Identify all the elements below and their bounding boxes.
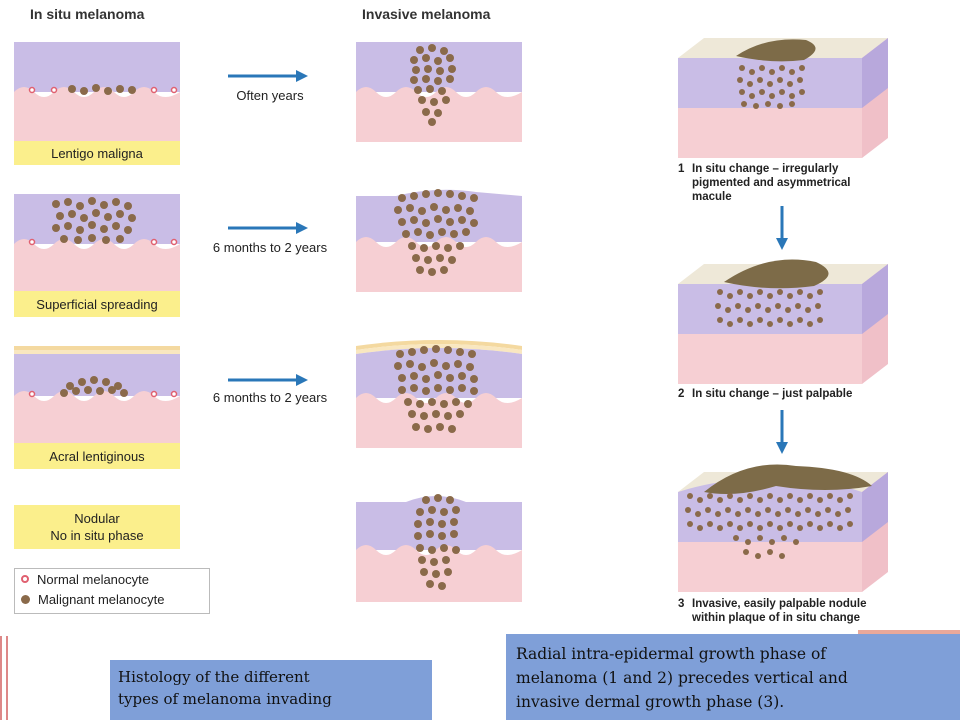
row-label-acral: Acral lentiginous <box>14 443 180 469</box>
caption-left: Histology of the different types of mela… <box>110 660 432 720</box>
row-label-lentigo: Lentigo maligna <box>14 141 180 165</box>
arrow-right-icon <box>228 222 308 234</box>
timing-lentigo: Often years <box>236 88 304 103</box>
stage-3-block <box>678 464 888 592</box>
in-situ-panel-superficial <box>14 194 180 294</box>
stage-2-block <box>678 259 888 384</box>
arrow-right-icon <box>228 70 308 82</box>
stage-1-block <box>678 38 888 158</box>
timing-superficial: 6 months to 2 years <box>212 240 328 255</box>
row-label-nodular: Nodular No in situ phase <box>14 505 180 549</box>
caption-right: Radial intra-epidermal growth phase of m… <box>506 634 960 720</box>
invasive-header: Invasive melanoma <box>362 6 491 22</box>
slide-accent-bar <box>0 636 8 720</box>
slide-accent-tab <box>858 630 960 636</box>
legend-malignant: Malignant melanocyte <box>15 589 209 609</box>
legend-normal: Normal melanocyte <box>15 569 209 589</box>
row-label-superficial: Superficial spreading <box>14 291 180 317</box>
in-situ-header: In situ melanoma <box>30 6 145 22</box>
normal-melanocyte-icon <box>21 575 29 583</box>
arrow-right-icon <box>228 374 308 386</box>
invasive-panel-superficial <box>356 189 522 292</box>
legend: Normal melanocyte Malignant melanocyte <box>14 568 210 614</box>
in-situ-panel-acral <box>14 346 180 446</box>
malignant-melanocyte-icon <box>21 594 30 604</box>
invasive-panel-acral <box>356 340 522 448</box>
timing-acral: 6 months to 2 years <box>212 390 328 405</box>
arrow-down-icon <box>776 410 788 454</box>
invasive-panel-lentigo <box>356 42 522 142</box>
invasive-panel-nodular <box>356 494 522 602</box>
in-situ-panel-lentigo <box>14 42 180 142</box>
arrow-down-icon <box>776 206 788 250</box>
